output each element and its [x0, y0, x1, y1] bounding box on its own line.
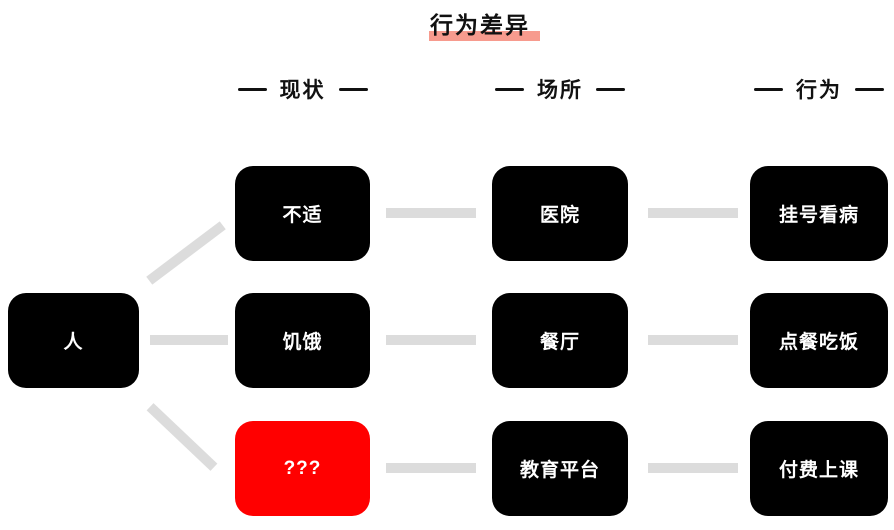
header-dash-icon — [754, 87, 783, 91]
title-highlight — [429, 31, 540, 41]
header-dash-icon — [338, 87, 368, 91]
node-status-discomfort: 不适 — [235, 166, 370, 261]
node-label: 教育平台 — [519, 460, 600, 481]
diagram-title: 行为差异 — [429, 8, 540, 42]
column-header-place: 场所 — [492, 76, 628, 102]
node-behavior-pay: 付费上课 — [750, 421, 888, 516]
connector-discomfort-hospital — [386, 208, 476, 218]
connector-person-hunger — [150, 335, 228, 345]
column-header-label: 现状 — [279, 79, 326, 102]
column-header-label: 行为 — [796, 79, 842, 102]
node-behavior-order: 点餐吃饭 — [750, 293, 888, 388]
node-label: 点餐吃饭 — [778, 332, 859, 353]
connector-hunger-restaurant — [386, 335, 476, 345]
header-dash-icon — [495, 87, 524, 91]
connector-person-unknown — [146, 403, 218, 471]
connector-eduplatform-pay — [648, 463, 738, 473]
node-label: 人 — [63, 332, 84, 353]
connector-unknown-eduplatform — [386, 463, 476, 473]
node-label: 付费上课 — [778, 460, 859, 481]
title-text: 行为差异 — [430, 12, 530, 38]
node-status-unknown: ??? — [235, 421, 370, 516]
node-person: 人 — [8, 293, 139, 388]
node-label: ??? — [283, 457, 322, 479]
node-label: 餐厅 — [539, 332, 580, 353]
node-label: 饥饿 — [282, 332, 323, 353]
node-place-restaurant: 餐厅 — [492, 293, 628, 388]
connector-hospital-register — [648, 208, 738, 218]
node-status-hunger: 饥饿 — [235, 293, 370, 388]
node-label: 医院 — [539, 205, 580, 226]
node-behavior-register: 挂号看病 — [750, 166, 888, 261]
column-header-behavior: 行为 — [750, 76, 888, 102]
node-place-eduplatform: 教育平台 — [492, 421, 628, 516]
connector-person-discomfort — [146, 221, 226, 285]
node-label: 挂号看病 — [778, 205, 859, 226]
node-label: 不适 — [282, 205, 323, 226]
column-header-status: 现状 — [235, 76, 370, 102]
column-header-label: 场所 — [537, 79, 583, 102]
header-dash-icon — [237, 87, 267, 91]
node-place-hospital: 医院 — [492, 166, 628, 261]
header-dash-icon — [855, 87, 884, 91]
header-dash-icon — [596, 87, 625, 91]
connector-restaurant-order — [648, 335, 738, 345]
